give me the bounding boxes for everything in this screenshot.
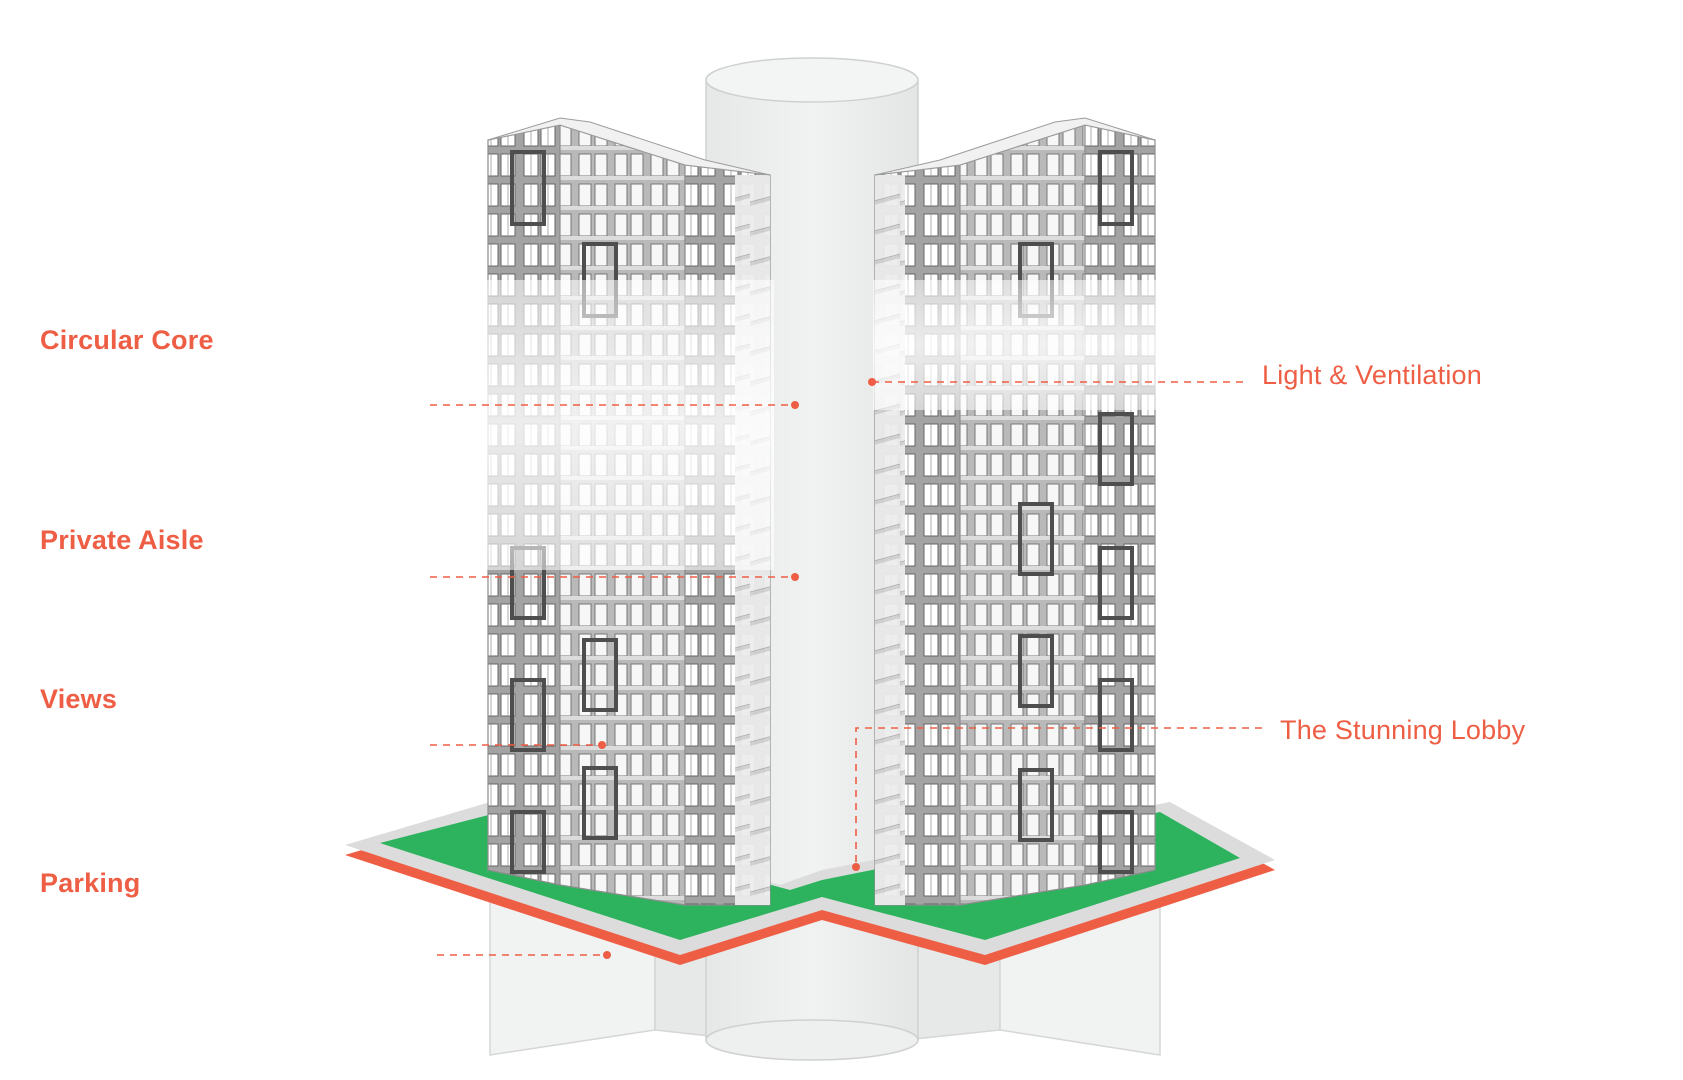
right-tower [873, 117, 1158, 906]
dot-parking [603, 951, 611, 959]
leader-dots [598, 378, 876, 959]
left-tower [486, 117, 774, 906]
label-stunning-lobby: The Stunning Lobby [1280, 715, 1526, 745]
label-circular-core: Circular Core [40, 325, 214, 355]
dot-circular-core [791, 401, 799, 409]
dot-views [598, 741, 606, 749]
label-views: Views [40, 684, 118, 714]
label-light-ventilation: Light & Ventilation [1262, 360, 1482, 390]
leader-lines [430, 381, 1262, 956]
label-parking: Parking [40, 868, 141, 898]
leader-stunning-lobby [855, 727, 1262, 867]
dot-light-ventilation [868, 378, 876, 386]
label-private-aisle: Private Aisle [40, 525, 204, 555]
dot-private-aisle [791, 573, 799, 581]
dot-stunning-lobby [852, 863, 860, 871]
